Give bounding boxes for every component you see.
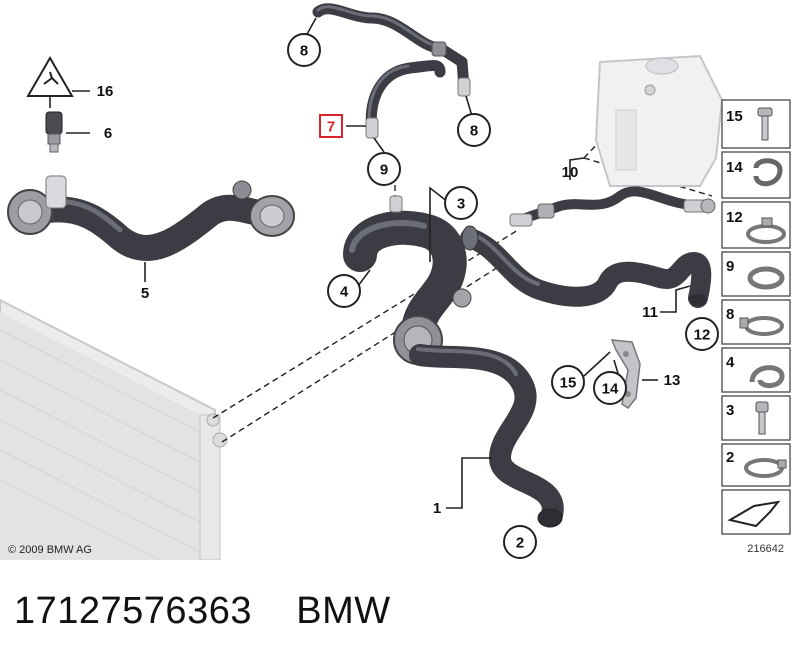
hose-clip-icon (749, 365, 785, 388)
bracket-13 (610, 339, 641, 410)
parts-column-label: 15 (726, 108, 743, 125)
leader-15 (583, 351, 611, 377)
parts-column-label: 9 (726, 258, 734, 275)
parts-column-label: 8 (726, 306, 734, 323)
part-number: 17127576363 (14, 590, 252, 632)
callout-label: 12 (694, 327, 711, 344)
arrow-icon (727, 500, 781, 528)
callout-11: 11 (642, 304, 658, 321)
hose-clamp-icon (746, 217, 786, 244)
parts-column-label: 3 (726, 402, 734, 419)
leader-8a (305, 17, 317, 37)
hose-5 (7, 175, 295, 261)
callout-16: 16 (97, 83, 114, 100)
callout-label: 7 (327, 119, 335, 136)
callout-label: 1 (433, 500, 441, 517)
hose-10 (509, 186, 716, 227)
callout-label: 16 (97, 83, 114, 100)
expansion-tank (594, 54, 724, 187)
callout-5: 5 (141, 285, 149, 302)
callout-label: 4 (340, 284, 349, 301)
reference-number: 216642 (747, 543, 784, 555)
hose-4 (343, 195, 472, 365)
callout-8-top: 8 (287, 33, 321, 67)
callout-4: 4 (327, 274, 361, 308)
callout-14: 14 (593, 371, 627, 405)
callout-label: 2 (516, 535, 524, 552)
parts-column-label: 12 (726, 209, 743, 226)
parts-column-label: 4 (726, 354, 735, 371)
callout-label: 3 (457, 196, 465, 213)
warning-triangle-icon (26, 56, 74, 108)
parts-column-label: 14 (726, 159, 743, 176)
hose-7 (312, 3, 471, 139)
leader-4 (357, 269, 371, 287)
callout-13: 13 (664, 372, 681, 389)
callout-9: 9 (367, 152, 401, 186)
callout-12: 12 (685, 317, 719, 351)
callout-10: 10 (562, 164, 579, 181)
band-clamp-icon (739, 316, 784, 336)
sensor-6 (45, 111, 63, 153)
parts-column: 15 14 12 9 8 4 3 (721, 99, 791, 555)
clip-icon (753, 158, 783, 187)
copyright: © 2009 BMW AG (8, 544, 92, 556)
leader-3 (429, 186, 449, 262)
callout-label: 14 (602, 381, 619, 398)
screw-icon (757, 107, 773, 141)
leader-8b (465, 95, 473, 117)
callout-label: 8 (300, 43, 308, 60)
callout-6: 6 (104, 125, 112, 142)
leader-11 (660, 285, 691, 313)
wire-clamp-icon (744, 458, 787, 478)
leader-9 (373, 137, 385, 153)
callout-label: 9 (380, 162, 388, 179)
spring-clamp-icon (747, 266, 785, 290)
callout-15: 15 (551, 365, 585, 399)
callout-8-right: 8 (457, 113, 491, 147)
leader-10 (569, 157, 585, 180)
callout-label: 11 (642, 304, 658, 321)
callout-1: 1 (433, 500, 441, 517)
callout-label: 5 (141, 285, 149, 302)
callout-7-highlighted: 7 (319, 114, 343, 138)
callout-2: 2 (503, 525, 537, 559)
hose-1 (409, 344, 564, 528)
bolt-icon (755, 401, 769, 435)
parts-diagram: 8 8 7 9 3 4 10 11 12 15 14 13 2 (0, 3, 791, 560)
callout-3: 3 (444, 186, 478, 220)
hose-11 (460, 225, 712, 308)
parts-column-label: 2 (726, 449, 734, 466)
radiator (0, 298, 228, 560)
callout-label: 13 (664, 372, 681, 389)
callout-label: 6 (104, 125, 112, 142)
caption: 17127576363 BMW (14, 590, 391, 633)
callout-label: 10 (562, 164, 579, 181)
callout-label: 15 (560, 375, 577, 392)
brand-name: BMW (296, 590, 391, 632)
leader-1 (446, 457, 492, 509)
callout-label: 8 (470, 123, 478, 140)
